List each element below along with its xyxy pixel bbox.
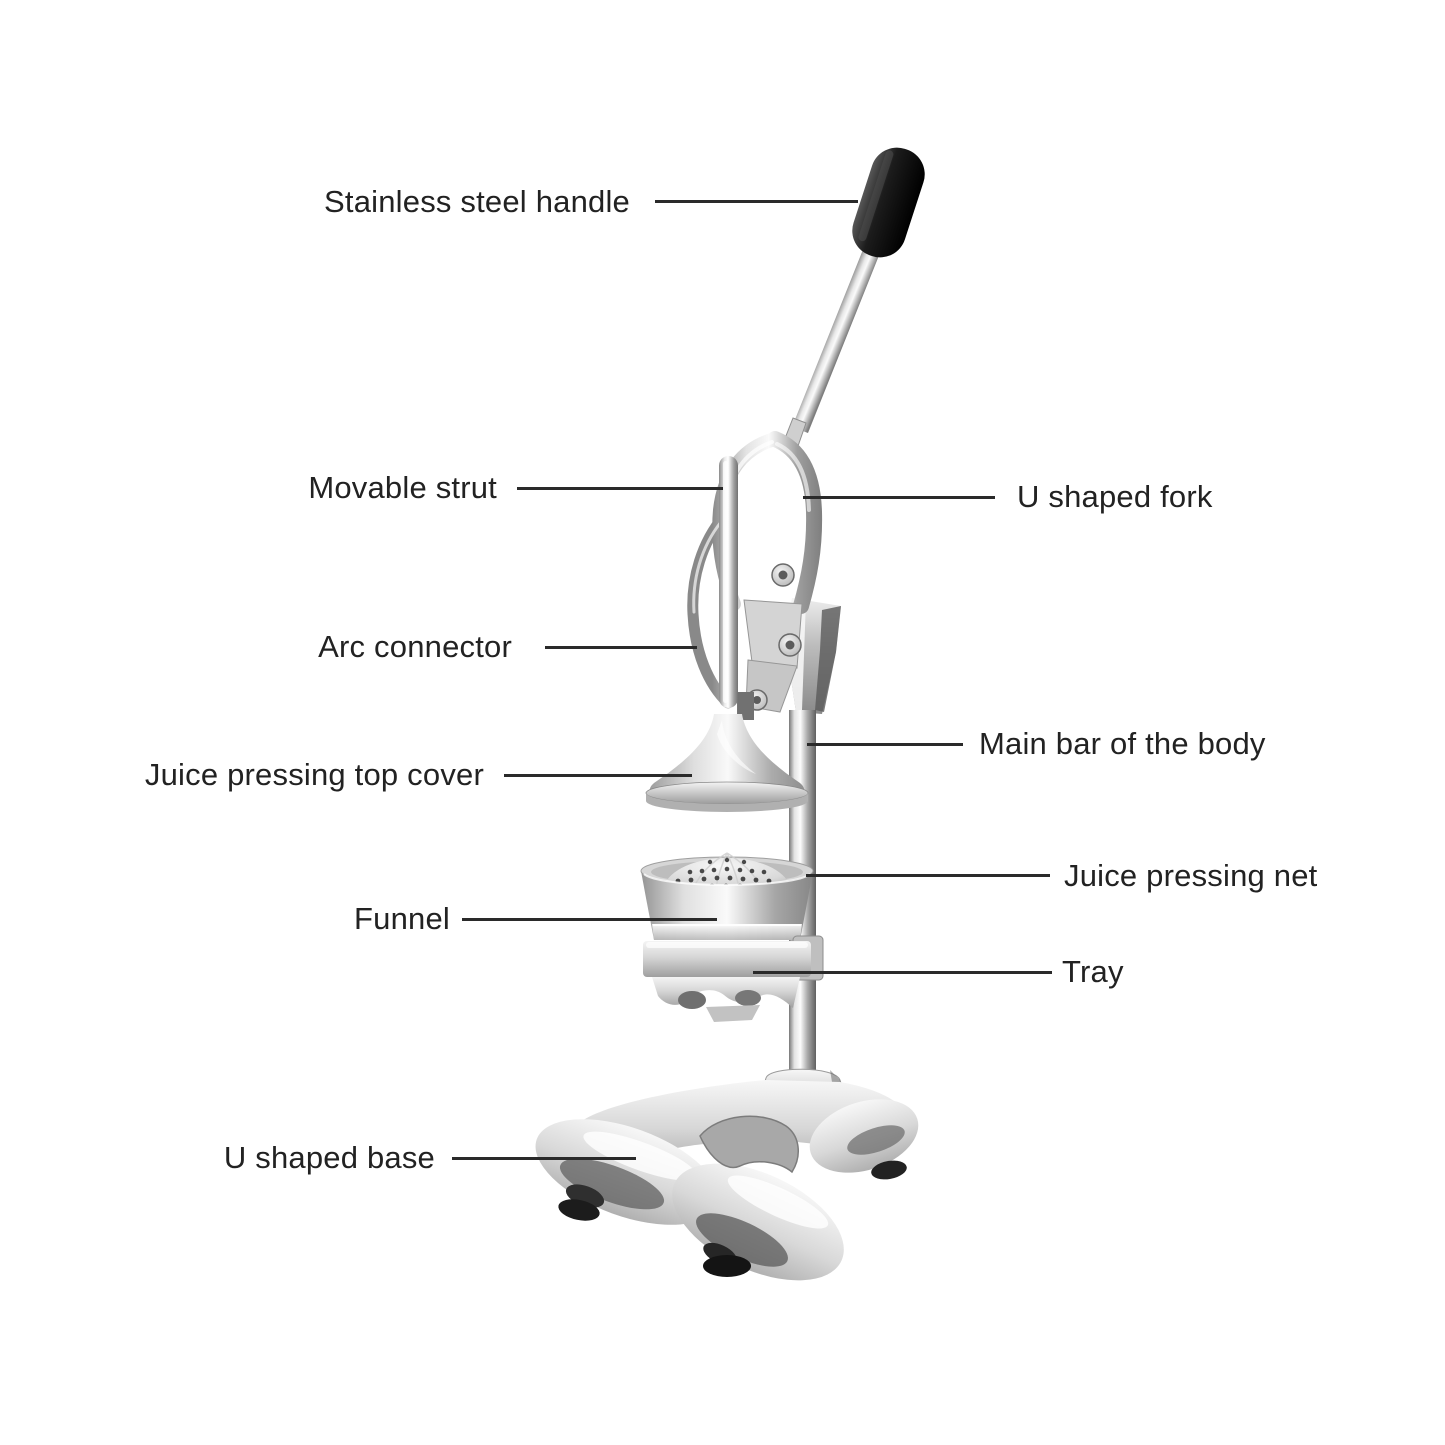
label-juice-pressing-top-cover: Juice pressing top cover [144, 757, 484, 793]
label-funnel: Funnel [354, 901, 450, 937]
leader-juice-pressing-top-cover [504, 774, 692, 777]
label-stainless-steel-handle: Stainless steel handle [324, 184, 630, 220]
rubber-foot [703, 1255, 751, 1277]
tray-arch-opening [678, 991, 706, 1009]
pivot-bolts [746, 563, 802, 711]
movable-strut [719, 456, 738, 708]
leader-juice-pressing-net [806, 874, 1050, 877]
label-main-bar: Main bar of the body [979, 726, 1266, 762]
leader-funnel [462, 918, 717, 921]
handle-grip [852, 147, 925, 258]
leader-main-bar [807, 743, 963, 746]
linkage-plates [743, 563, 803, 713]
label-movable-strut: Movable strut [308, 470, 497, 506]
base-u-opening [699, 1115, 799, 1174]
rubber-foot [558, 1199, 600, 1221]
arc-connector [687, 510, 734, 709]
label-tray: Tray [1062, 954, 1124, 990]
funnel-body [646, 898, 808, 940]
funnel-spout [706, 1005, 760, 1022]
label-arc-connector: Arc connector [318, 629, 512, 665]
label-juice-pressing-net: Juice pressing net [1064, 858, 1318, 894]
leader-u-shaped-fork [803, 496, 995, 499]
rubber-foot [871, 1160, 907, 1180]
leader-movable-strut [517, 487, 723, 490]
tray-arch-opening [735, 990, 761, 1006]
leader-tray [753, 971, 1052, 974]
handle-rod [792, 247, 880, 433]
tray [643, 935, 824, 1022]
leader-u-shaped-base [452, 1157, 636, 1160]
leader-stainless-steel-handle [655, 200, 858, 203]
u-shaped-base [535, 1068, 919, 1281]
label-u-shaped-base: U shaped base [223, 1140, 435, 1176]
juice-pressing-top-cover [645, 692, 809, 812]
label-u-shaped-fork: U shaped fork [1017, 479, 1213, 515]
handle-grip-highlight [858, 150, 894, 242]
juice-bowl [640, 852, 814, 903]
leader-arc-connector [545, 646, 697, 649]
